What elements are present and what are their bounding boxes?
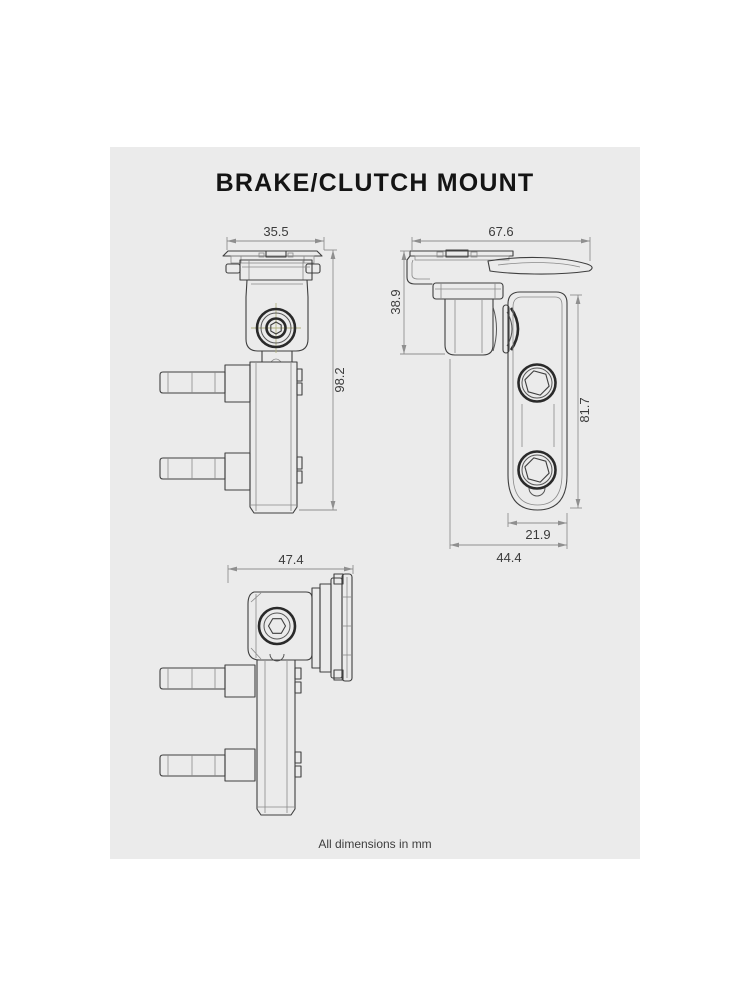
- dimension-front-width: 35.5: [226, 224, 325, 250]
- front-mount-plate: [222, 250, 323, 264]
- rear-view: [159, 573, 353, 816]
- side-view: [406, 249, 593, 511]
- front-ball-joint: [251, 303, 301, 353]
- dimension-rear-width: 47.4: [227, 552, 354, 583]
- rear-pivot-bolt: [257, 606, 297, 662]
- dim-label-side-slot-width: 21.9: [525, 527, 550, 542]
- front-lower-rod: [159, 452, 303, 491]
- rear-lower-rod: [159, 748, 302, 782]
- front-right-tab: [305, 263, 321, 274]
- front-ball-housing: [245, 279, 309, 352]
- dimension-side-depth: 44.4: [449, 359, 567, 565]
- dimension-side-head-height: 38.9: [388, 250, 445, 355]
- dimension-side-plate-height: 81.7: [570, 294, 592, 509]
- front-left-tab: [225, 263, 241, 274]
- side-lever: [487, 256, 593, 275]
- page-title: BRAKE/CLUTCH MOUNT: [215, 169, 535, 197]
- dim-label-side-depth: 44.4: [496, 550, 521, 565]
- side-upper-bolt: [517, 363, 557, 403]
- dim-label-front-width: 35.5: [263, 224, 288, 239]
- rear-mount-plate: [311, 573, 353, 682]
- rear-arm: [256, 659, 296, 816]
- side-lower-bolt: [517, 450, 557, 497]
- front-upper-rod: [159, 364, 303, 403]
- front-arm: [249, 350, 298, 514]
- footer-note: All dimensions in mm: [318, 837, 432, 851]
- dim-label-front-height: 98.2: [332, 367, 347, 392]
- rear-head-housing: [247, 591, 313, 661]
- dimension-front-height: 98.2: [299, 249, 347, 511]
- dim-label-side-width: 67.6: [488, 224, 513, 239]
- dim-label-rear-width: 47.4: [278, 552, 303, 567]
- side-hook: [406, 255, 433, 285]
- dimension-side-width: 67.6: [411, 224, 591, 261]
- side-clamp-plate: [507, 291, 568, 511]
- dimension-side-slot-width: 21.9: [507, 513, 568, 549]
- side-ball-socket: [502, 304, 520, 354]
- side-stem: [444, 298, 497, 356]
- technical-drawing: 35.5 98.2: [159, 224, 593, 816]
- dim-label-side-head-height: 38.9: [388, 289, 403, 314]
- dim-label-side-plate-height: 81.7: [577, 397, 592, 422]
- side-collar: [432, 282, 504, 300]
- drawing-panel: BRAKE/CLUTCH MOUNT: [110, 147, 640, 859]
- side-mount-plate: [409, 249, 514, 261]
- rear-upper-rod: [159, 664, 302, 698]
- front-view: [159, 250, 323, 514]
